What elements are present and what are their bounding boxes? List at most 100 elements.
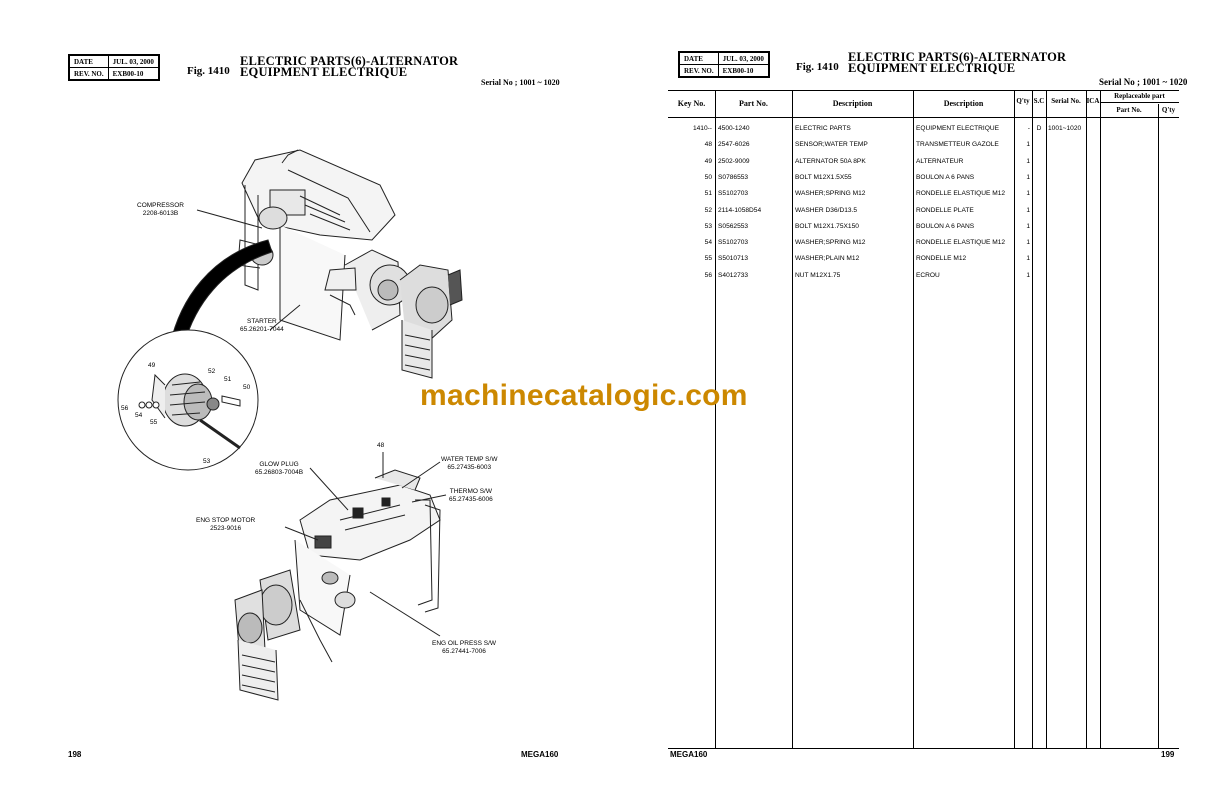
row-key-no: 52 xyxy=(704,206,712,214)
rev-value-right: EXB00-10 xyxy=(717,64,769,77)
col-sc: S.C xyxy=(1033,97,1045,105)
callout-51: 51 xyxy=(224,376,232,383)
starter-label: STARTER xyxy=(247,318,277,325)
figure-number-right: Fig. 1410 xyxy=(796,61,839,73)
figure-title-en: ELECTRIC PARTS(6)-ALTERNATOR xyxy=(240,54,459,68)
glow-plug-label: GLOW PLUG xyxy=(259,461,299,468)
row-description-fr: RONDELLE M12 xyxy=(916,255,967,263)
model-name-right: MEGA160 xyxy=(670,750,708,759)
row-description: ALTERNATOR 50A 8PK xyxy=(795,157,866,165)
watermark: machinecatalogic.com xyxy=(420,379,748,412)
row-qty: 1 xyxy=(1026,222,1030,230)
figure-title-en-right: ELECTRIC PARTS(6)-ALTERNATOR xyxy=(848,50,1067,64)
figure-title-fr: EQUIPMENT ELECTRIQUE xyxy=(240,65,408,79)
eng-stop-motor-callout: ENG STOP MOTOR 2523-9016 xyxy=(196,517,255,533)
alternator-drawing xyxy=(138,373,241,450)
glow-plug-callout: GLOW PLUG 65.26803-7004B xyxy=(255,461,303,477)
model-name-left: MEGA160 xyxy=(521,750,559,759)
row-description: BOLT M12X1.5X55 xyxy=(795,173,852,181)
row-part-no: 4500-1240 xyxy=(718,125,750,132)
thermo-callout: THERMO S/W 65.27435-6006 xyxy=(449,488,493,504)
header-info-box: DATE JUL. 03, 2000 REV. NO. EXB00-10 xyxy=(68,54,160,81)
col-ica: ICA xyxy=(1086,97,1100,105)
col-part-no: Part No. xyxy=(739,99,768,108)
row-part-no: S5102703 xyxy=(718,190,749,198)
figure-title-fr-right: EQUIPMENT ELECTRIQUE xyxy=(848,61,1016,75)
row-description: NUT M12X1.75 xyxy=(795,271,841,279)
row-description-fr: ECROU xyxy=(916,271,940,279)
row-description-fr: ALTERNATEUR xyxy=(916,157,964,165)
rev-label-right: REV. NO. xyxy=(679,64,719,77)
row-description-fr: BOULON A 6 PANS xyxy=(916,222,975,230)
row-qty: - xyxy=(1027,125,1030,132)
engine-diagram xyxy=(117,149,463,701)
eng-stop-motor-label: ENG STOP MOTOR xyxy=(196,517,256,524)
row-description: BOLT M12X1.75X150 xyxy=(795,222,859,230)
compressor-callout: COMPRESSOR 2208-6013B xyxy=(137,202,184,218)
page-number-right: 199 xyxy=(1161,750,1175,759)
figure-title: ELECTRIC PARTS(6)-ALTERNATOR EQUIPMENT E… xyxy=(240,54,459,79)
col-replaceable: Replaceable part xyxy=(1114,92,1165,100)
row-key-no: 53 xyxy=(704,222,712,230)
row-description-fr: BOULON A 6 PANS xyxy=(916,173,975,181)
table-row: 49 2502-9009 ALTERNATOR 50A 8PK ALTERNATEUR… xyxy=(668,158,1179,174)
callout-50: 50 xyxy=(243,384,251,391)
callout-55: 55 xyxy=(150,419,158,426)
callout-56: 56 xyxy=(121,405,129,412)
eng-oil-press-part-number: 65.27441-7006 xyxy=(442,648,486,655)
thermo-part-number: 65.27435-6006 xyxy=(449,496,493,503)
serial-range: Serial No ; 1001 ~ 1020 xyxy=(481,78,560,87)
row-key-no: 49 xyxy=(704,157,712,165)
row-description: WASHER D36/D13.5 xyxy=(795,206,858,214)
row-key-no: 55 xyxy=(704,255,712,263)
col-key-no: Key No. xyxy=(677,99,706,108)
right-page: DATE JUL. 03, 2000 REV. NO. EXB00-10 Fig… xyxy=(612,0,1224,791)
lower-engine-drawing xyxy=(234,469,441,701)
row-qty: 1 xyxy=(1026,157,1030,165)
compressor-label: COMPRESSOR xyxy=(137,202,184,209)
row-qty: 1 xyxy=(1026,206,1030,214)
callout-52: 52 xyxy=(208,368,216,375)
callout-53: 53 xyxy=(203,458,211,465)
col-description-fr: Description xyxy=(943,99,984,108)
header-info-box-right: DATE JUL. 03, 2000 REV. NO. EXB00-10 xyxy=(678,51,770,78)
compressor-part-number: 2208-6013B xyxy=(142,210,179,217)
row-qty: 1 xyxy=(1026,239,1030,247)
row-key-no: 51 xyxy=(704,190,712,198)
row-description: WASHER;SPRING M12 xyxy=(795,239,866,247)
parts-table: Key No. Part No. Description Description… xyxy=(668,90,1179,749)
col-qty: Q'ty xyxy=(1016,97,1030,105)
row-description: WASHER;SPRING M12 xyxy=(795,190,866,198)
thermo-label: THERMO S/W xyxy=(449,488,492,495)
row-key-no: 48 xyxy=(704,141,712,149)
figure-title-right: ELECTRIC PARTS(6)-ALTERNATOR EQUIPMENT E… xyxy=(848,50,1067,75)
row-description: SENSOR;WATER TEMP xyxy=(795,141,868,149)
row-key-no: 1410-- xyxy=(692,125,712,132)
col-rep-qty: Q'ty xyxy=(1161,106,1176,114)
eng-oil-press-label: ENG OIL PRESS S/W xyxy=(432,640,497,647)
row-qty: 1 xyxy=(1026,271,1030,279)
glow-plug-part-number: 65.26803-7004B xyxy=(255,469,304,476)
starter-part-number: 65.26201-7044 xyxy=(240,326,284,333)
row-key-no: 50 xyxy=(704,173,712,181)
eng-oil-press-callout: ENG OIL PRESS S/W 65.27441-7006 xyxy=(432,640,496,656)
col-serial-no: Serial No. xyxy=(1051,97,1081,105)
upper-engine-drawing xyxy=(237,149,463,379)
callout-49: 49 xyxy=(148,362,156,369)
row-part-no: S4012733 xyxy=(718,271,749,279)
page-number-left: 198 xyxy=(68,750,82,759)
row-qty: 1 xyxy=(1026,255,1030,263)
row-description-fr: EQUIPMENT ELECTRIQUE xyxy=(916,125,1000,132)
row-part-no: S5102703 xyxy=(718,239,749,247)
row-part-no: 2502-9009 xyxy=(718,157,750,165)
row-part-no: 2547-6026 xyxy=(718,141,750,149)
row-description-fr: TRANSMETTEUR GAZOLE xyxy=(916,141,999,149)
row-qty: 1 xyxy=(1026,190,1030,198)
col-rep-part-no: Part No. xyxy=(1116,106,1142,114)
